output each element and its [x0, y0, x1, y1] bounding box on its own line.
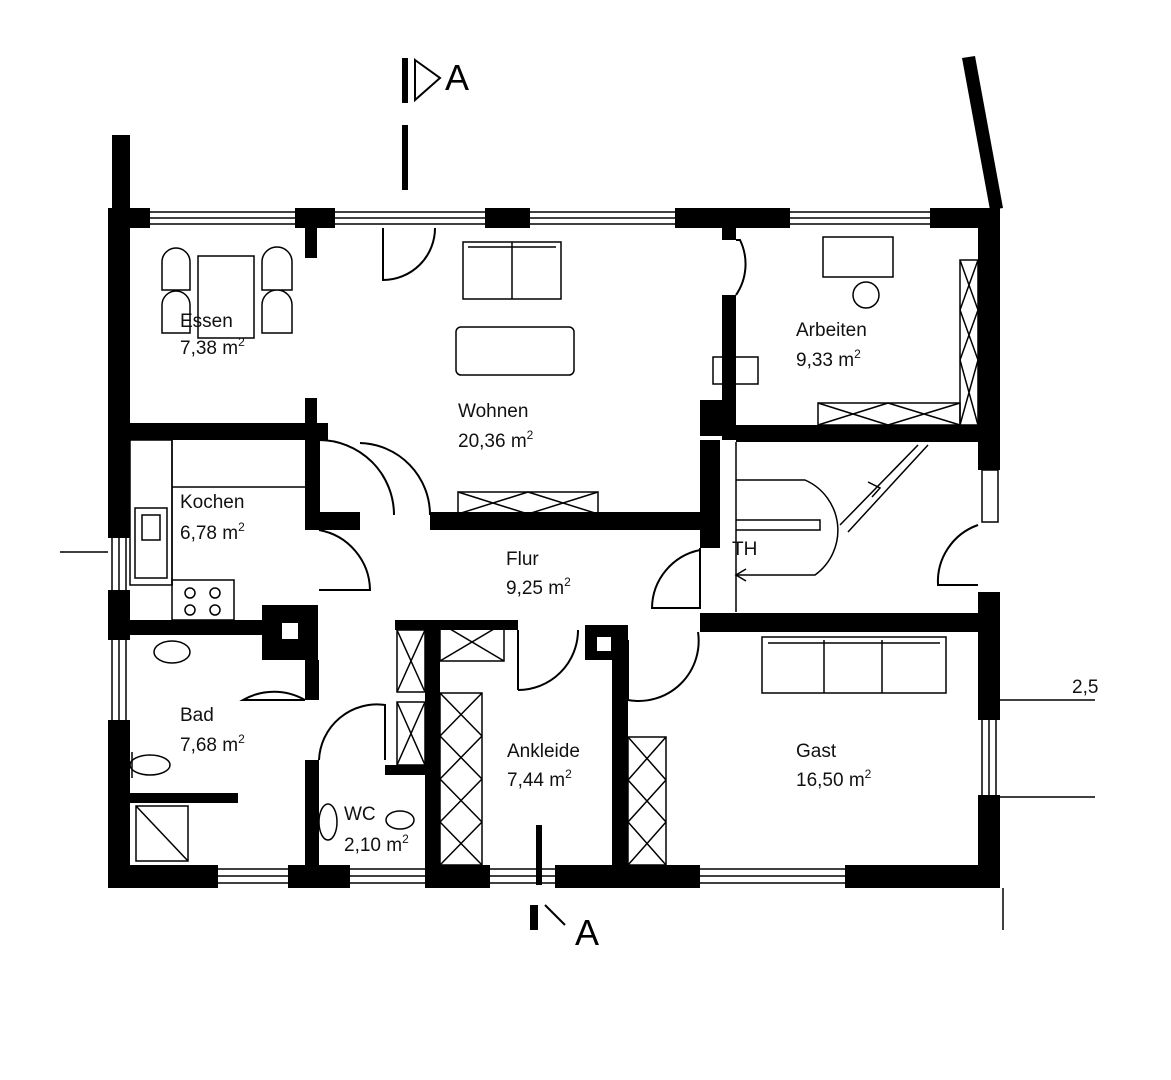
room-label-bad: Bad 7,68 m2 [180, 705, 245, 756]
svg-text:7,68 m2: 7,68 m2 [180, 732, 245, 756]
doors [239, 227, 979, 761]
svg-text:7,38 m2: 7,38 m2 [180, 335, 245, 359]
svg-text:Flur: Flur [506, 549, 539, 570]
section-marker-top: A [402, 57, 469, 190]
svg-text:Gast: Gast [796, 741, 837, 762]
furniture [129, 236, 979, 866]
svg-text:Essen: Essen [180, 311, 233, 332]
svg-text:Bad: Bad [180, 705, 214, 726]
svg-text:6,78 m2: 6,78 m2 [180, 520, 245, 544]
section-label-top: A [445, 57, 469, 98]
room-label-ankleide: Ankleide 7,44 m2 [507, 741, 580, 791]
svg-text:20,36 m2: 20,36 m2 [458, 428, 534, 452]
room-label-essen: Essen 7,38 m2 [180, 311, 245, 359]
dimension-label: 2,5 [1072, 677, 1098, 698]
svg-text:16,50 m2: 16,50 m2 [796, 767, 872, 791]
svg-text:2,10 m2: 2,10 m2 [344, 832, 409, 856]
stair-label: TH [732, 539, 757, 560]
section-marker-bottom: A [530, 825, 599, 953]
room-label-wohnen: Wohnen 20,36 m2 [458, 401, 534, 452]
svg-text:Ankleide: Ankleide [507, 741, 580, 762]
svg-text:7,44 m2: 7,44 m2 [507, 767, 572, 791]
svg-text:Wohnen: Wohnen [458, 401, 528, 422]
room-label-kochen: Kochen 6,78 m2 [180, 492, 245, 544]
svg-text:Kochen: Kochen [180, 492, 244, 513]
svg-text:9,33 m2: 9,33 m2 [796, 347, 861, 371]
room-label-flur: Flur 9,25 m2 [506, 549, 571, 599]
svg-text:WC: WC [344, 804, 376, 825]
svg-text:9,25 m2: 9,25 m2 [506, 575, 571, 599]
room-label-gast: Gast 16,50 m2 [796, 741, 872, 791]
room-label-arbeiten: Arbeiten 9,33 m2 [796, 320, 867, 371]
svg-text:Arbeiten: Arbeiten [796, 320, 867, 341]
room-label-wc: WC 2,10 m2 [344, 804, 409, 856]
section-label-bottom: A [575, 912, 599, 953]
interior-walls [108, 228, 1000, 865]
outer-walls: 2,5 [60, 56, 1098, 930]
